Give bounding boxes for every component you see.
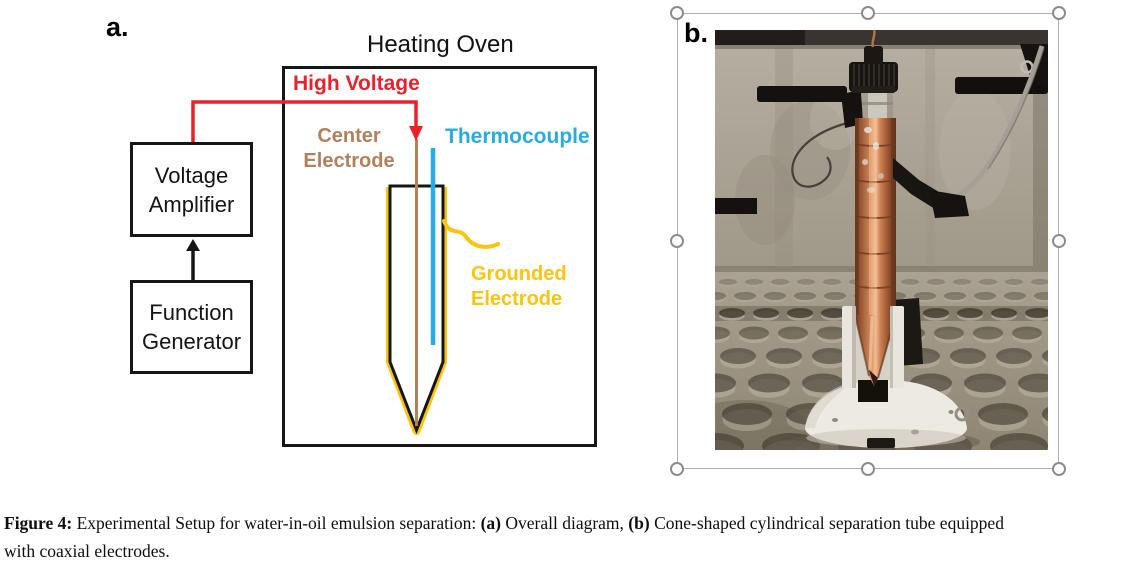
selection-handle-nw[interactable] (670, 6, 684, 20)
selection-handle-se[interactable] (1052, 462, 1066, 476)
caption-a-marker: (a) (480, 513, 501, 533)
center-electrode-label-line2: Electrode (303, 150, 395, 172)
thermocouple-label: Thermocouple (445, 125, 590, 148)
center-electrode-label: Center Electrode (296, 124, 402, 174)
center-electrode-label-line1: Center (317, 125, 381, 147)
caption-line-2: with coaxial electrodes. (4, 541, 170, 561)
selection-handle-ne[interactable] (1052, 6, 1066, 20)
caption-b-marker: (b) (628, 513, 650, 533)
panel-a-label: a. (106, 12, 129, 42)
caption-segment-2: Overall diagram, (500, 513, 629, 533)
voltage-amplifier-label-line2: Amplifier (148, 191, 235, 217)
heating-oven-label: Heating Oven (367, 31, 514, 58)
oven-photo[interactable] (715, 30, 1048, 450)
caption-line-1: Figure 4: Experimental Setup for water-i… (4, 509, 1122, 537)
function-generator-label-line2: Generator (141, 329, 242, 354)
function-generator-box: Function Generator (130, 280, 253, 374)
tube-clamp (893, 158, 969, 218)
caption-figure-label: Figure 4: (4, 513, 73, 533)
selection-handle-s[interactable] (861, 462, 875, 476)
caption-segment-1: Experimental Setup for water-in-oil emul… (72, 513, 481, 533)
selection-handle-w[interactable] (670, 234, 684, 248)
function-generator-label-line1: Function (149, 300, 234, 325)
cap-nub (864, 46, 883, 64)
voltage-amplifier-label-line1: Voltage (154, 162, 229, 188)
selection-border (677, 13, 1059, 469)
selection-handle-n[interactable] (861, 6, 875, 20)
selection-handle-e[interactable] (1052, 234, 1066, 248)
grounded-electrode-label-line2: Electrode (471, 288, 563, 310)
base-holders (842, 306, 970, 448)
high-voltage-label: High Voltage (293, 72, 420, 95)
selection-handle-sw[interactable] (670, 462, 684, 476)
panel-b-label: b. (684, 18, 708, 48)
caption-segment-3: Cone-shaped cylindrical separation tube … (649, 513, 1004, 533)
thermocouple-wire (791, 120, 852, 188)
copper-cone (854, 314, 897, 386)
voltage-amplifier-box: Voltage Amplifier (130, 142, 253, 237)
grounded-electrode-label-line1: Grounded (471, 263, 567, 285)
grounded-electrode-label: Grounded Electrode (471, 262, 567, 312)
heating-oven-box (282, 66, 597, 447)
base-hole (858, 380, 888, 402)
figure-caption: Figure 4: Experimental Setup for water-i… (4, 509, 1122, 562)
separation-tube (841, 30, 898, 315)
electrode-wire (871, 30, 876, 48)
